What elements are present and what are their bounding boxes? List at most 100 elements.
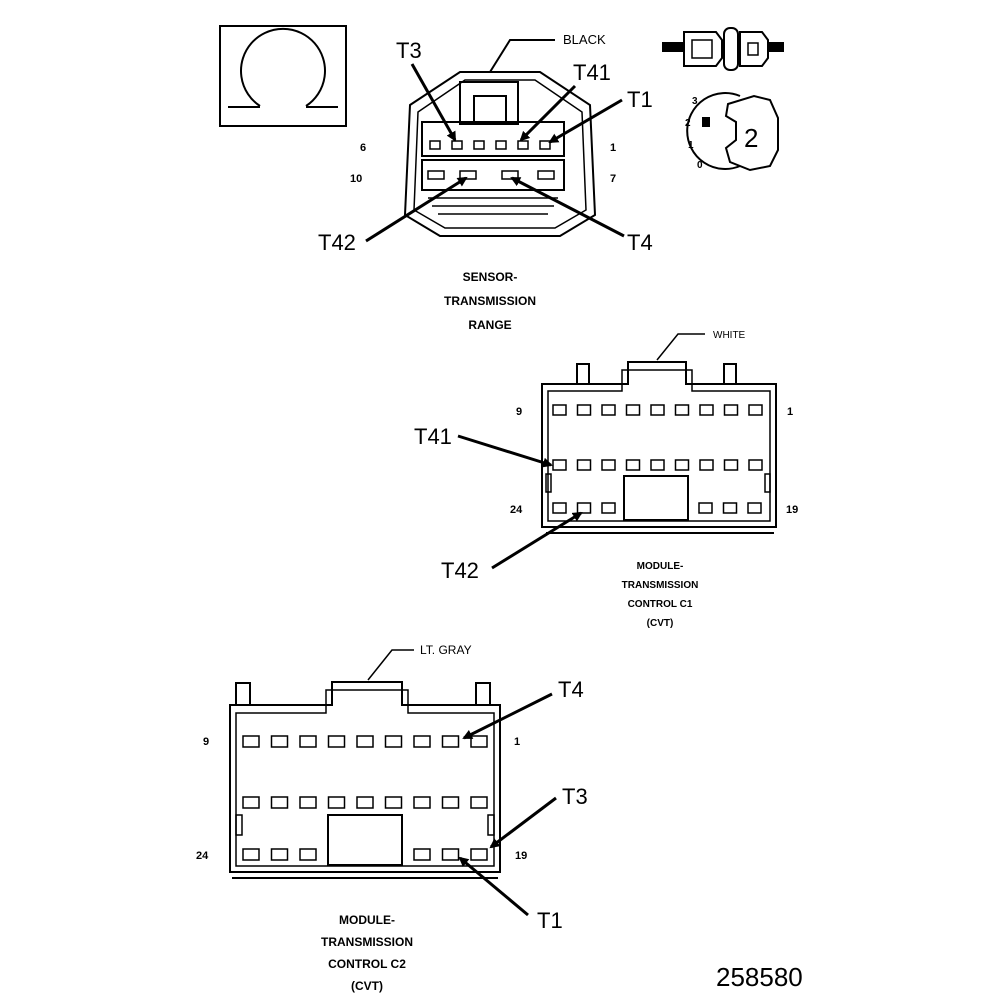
terminal-cavity: [470, 848, 488, 861]
c1-caption-line2: TRANSMISSION: [622, 580, 699, 591]
callout-t1: T1: [627, 87, 653, 112]
terminal-cavity: [459, 170, 477, 180]
terminal-cavity: [576, 459, 592, 471]
c2-caption-line4: (CVT): [351, 979, 383, 993]
c2-caption-line2: TRANSMISSION: [321, 935, 413, 949]
c1-pin-19: 19: [786, 504, 798, 516]
sensor-pin-6: 6: [360, 142, 366, 154]
c1-caption-line1: MODULE-: [637, 561, 684, 572]
terminal-cavity: [723, 459, 739, 471]
terminal-cavity: [539, 140, 551, 150]
sensor-color-label: BLACK: [563, 32, 606, 47]
terminal-cavity: [625, 459, 641, 471]
terminal-cavity: [356, 796, 374, 809]
terminal-cavity: [327, 796, 346, 809]
terminal-cavity: [576, 404, 592, 416]
terminal-cavity: [327, 735, 346, 748]
figure-number: 258580: [716, 962, 803, 992]
scale-2: 2: [685, 118, 691, 129]
terminal-cavity: [698, 502, 713, 514]
terminal-cavity: [748, 404, 763, 416]
scale-0: 0: [697, 160, 703, 171]
c2-pin-1: 1: [514, 736, 520, 748]
terminal-cavity: [501, 170, 519, 180]
c2-callout-t4: T4: [558, 677, 584, 702]
terminal-cavity: [722, 502, 738, 514]
terminal-cavity: [470, 735, 488, 748]
terminal-cavity: [384, 735, 403, 748]
scale-1: 1: [688, 140, 694, 151]
terminal-cavity: [650, 404, 665, 416]
terminal-cavity: [429, 140, 441, 150]
c1-pin-1: 1: [787, 406, 793, 418]
c1-caption-line3: CONTROL C1: [628, 599, 693, 610]
terminal-cavity: [299, 796, 317, 809]
c1-callout-t42: T42: [441, 558, 479, 583]
callout-t4: T4: [627, 230, 653, 255]
terminal-cavity: [299, 735, 317, 748]
terminal-cavity: [270, 848, 289, 861]
terminal-cavity: [413, 796, 431, 809]
sensor-caption-line1: SENSOR-: [463, 270, 518, 284]
c1-callout-t41: T41: [414, 424, 452, 449]
terminal-cavity: [270, 735, 289, 748]
c2-pin-24: 24: [196, 850, 209, 862]
terminal-cavity: [699, 459, 714, 471]
rotation-symbol-icon: [219, 25, 347, 127]
callout-t42: T42: [318, 230, 356, 255]
terminal-cavity: [470, 796, 488, 809]
c2-callout-t1: T1: [537, 908, 563, 933]
terminal-cavity: [601, 502, 616, 514]
terminal-cavity: [674, 404, 690, 416]
c2-pin-19: 19: [515, 850, 527, 862]
sensor-caption-line3: RANGE: [468, 318, 511, 332]
terminal-cavity: [747, 502, 762, 514]
terminal-cavity: [601, 459, 616, 471]
c2-connector: [229, 681, 501, 879]
terminal-cavity: [270, 796, 289, 809]
c2-color-label: LT. GRAY: [420, 643, 472, 657]
terminal-cavity: [552, 459, 567, 471]
sensor-pin-10: 10: [350, 173, 362, 185]
terminal-cavity: [537, 170, 555, 180]
terminal-cavity: [299, 848, 317, 861]
terminal-cavity: [413, 848, 431, 861]
scale-value: 2: [744, 123, 758, 153]
terminal-cavity: [552, 502, 567, 514]
sensor-pin-7: 7: [610, 173, 616, 185]
terminal-cavity: [723, 404, 739, 416]
scale-3: 3: [692, 96, 698, 107]
c1-pin-9: 9: [516, 406, 522, 418]
sensor-caption-line2: TRANSMISSION: [444, 294, 536, 308]
c2-caption-line1: MODULE-: [339, 913, 395, 927]
c2-callout-t3: T3: [562, 784, 588, 809]
terminal-cavity: [517, 140, 529, 150]
terminal-cavity: [413, 735, 431, 748]
terminal-cavity: [576, 502, 592, 514]
terminal-cavity: [699, 404, 714, 416]
c1-color-label: WHITE: [713, 330, 746, 341]
terminal-cavity: [495, 140, 507, 150]
sensor-pin-1: 1: [610, 142, 616, 154]
connector-plug-icon: [662, 27, 784, 71]
terminal-cavity: [441, 848, 460, 861]
terminal-cavity: [427, 170, 445, 180]
terminal-cavity: [242, 735, 260, 748]
terminal-cavity: [356, 735, 374, 748]
terminal-cavity: [441, 735, 460, 748]
terminal-cavity: [242, 796, 260, 809]
c1-connector: [541, 361, 777, 534]
c2-caption-line3: CONTROL C2: [328, 957, 406, 971]
terminal-cavity: [451, 140, 463, 150]
sensor-connector: [403, 71, 597, 237]
terminal-cavity: [674, 459, 690, 471]
terminal-cavity: [625, 404, 641, 416]
terminal-cavity: [552, 404, 567, 416]
terminal-cavity: [473, 140, 485, 150]
c1-caption-line4: (CVT): [647, 618, 674, 629]
callout-t41: T41: [573, 60, 611, 85]
c1-pin-24: 24: [510, 504, 523, 516]
callout-t3: T3: [396, 38, 422, 63]
terminal-cavity: [650, 459, 665, 471]
